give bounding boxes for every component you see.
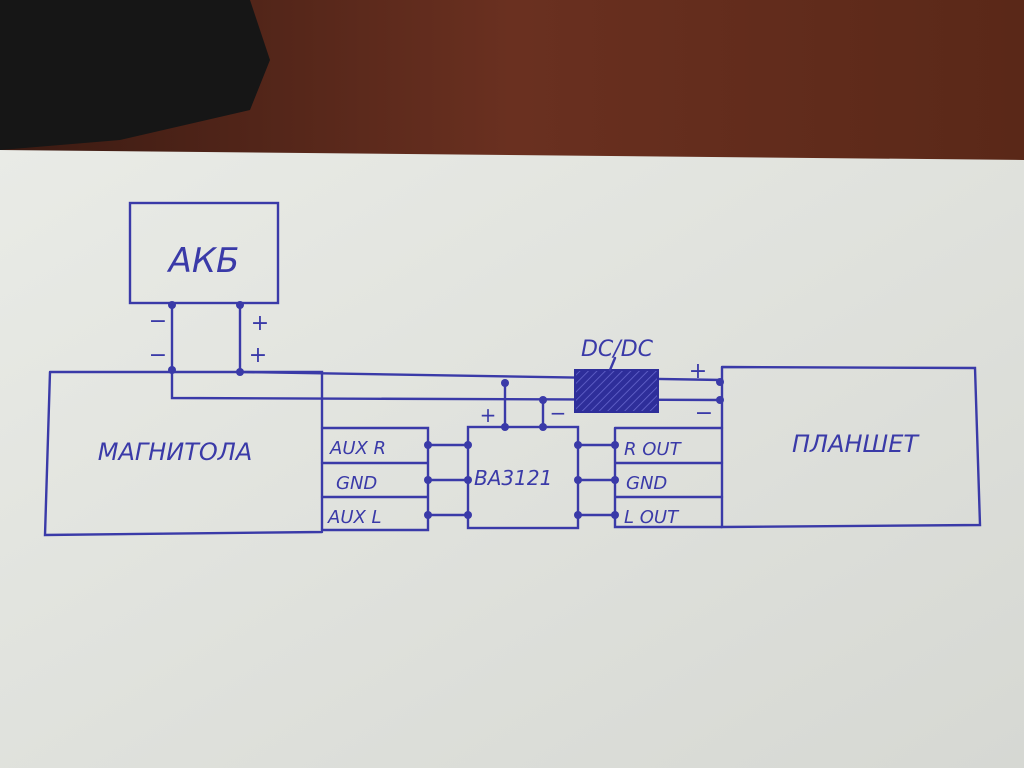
head-unit-label: МАГНИТОЛА	[98, 438, 253, 466]
amplifier-plus: +	[480, 403, 497, 427]
battery-label: АКБ	[167, 241, 240, 281]
port-gnd-out: GND	[626, 473, 667, 494]
port-l-out: L OUT	[624, 507, 680, 528]
port-aux-r: AUX R	[329, 438, 386, 459]
port-aux-l: AUX L	[327, 507, 382, 528]
port-r-out: R OUT	[624, 439, 683, 460]
paper-sheet	[0, 150, 1024, 768]
dc-dc-converter: DC/DC	[574, 337, 659, 413]
amplifier-ba3121: BA3121 + −	[466, 401, 580, 530]
dark-object	[0, 0, 270, 150]
tablet-label: ПЛАНШЕТ	[792, 430, 920, 458]
amplifier-minus: −	[550, 401, 567, 425]
battery-plus: +	[251, 311, 269, 336]
battery: АКБ − +	[128, 201, 280, 336]
amplifier-label: BA3121	[474, 466, 552, 490]
port-gnd-in: GND	[336, 473, 377, 494]
head-unit-minus: −	[149, 343, 167, 368]
battery-minus: −	[149, 309, 167, 334]
converter-label: DC/DC	[581, 337, 654, 362]
tablet-plus: +	[689, 359, 707, 384]
head-unit-plus: +	[249, 343, 267, 368]
tablet-minus: −	[695, 401, 713, 426]
tablet: ПЛАНШЕТ + − R OUT GND L OUT	[613, 359, 982, 529]
